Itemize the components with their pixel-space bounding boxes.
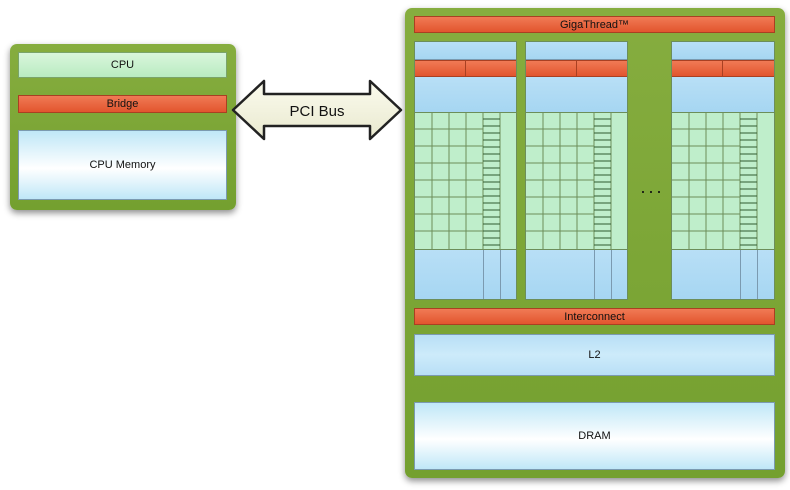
interconnect-block: Interconnect [414, 308, 775, 325]
cpu-memory-block: CPU Memory [18, 130, 227, 200]
dram-block: DRAM [414, 402, 775, 470]
bridge-label: Bridge [106, 98, 139, 110]
pci-bus-label: PCI Bus [289, 103, 344, 120]
l2-cache-block: L2 [414, 334, 775, 376]
cpu-label: CPU [110, 59, 135, 71]
interconnect-label: Interconnect [564, 310, 625, 323]
streaming-multiprocessor [414, 41, 517, 300]
l2-label: L2 [588, 349, 601, 361]
more-sms-ellipsis: ··· [640, 181, 664, 201]
gpu-board: GigaThread™ [405, 8, 785, 478]
dram-label: DRAM [578, 430, 611, 442]
streaming-multiprocessor [671, 41, 775, 300]
host-board: CPU Bridge CPU Memory [10, 44, 236, 210]
cpu-block: CPU [18, 52, 227, 78]
streaming-multiprocessor [525, 41, 628, 300]
pci-bus-arrow: PCI Bus [231, 79, 403, 141]
cpu-memory-label: CPU Memory [89, 159, 156, 171]
gigathread-label: GigaThread™ [559, 18, 630, 31]
bridge-block: Bridge [18, 95, 227, 113]
gigathread-block: GigaThread™ [414, 16, 775, 33]
